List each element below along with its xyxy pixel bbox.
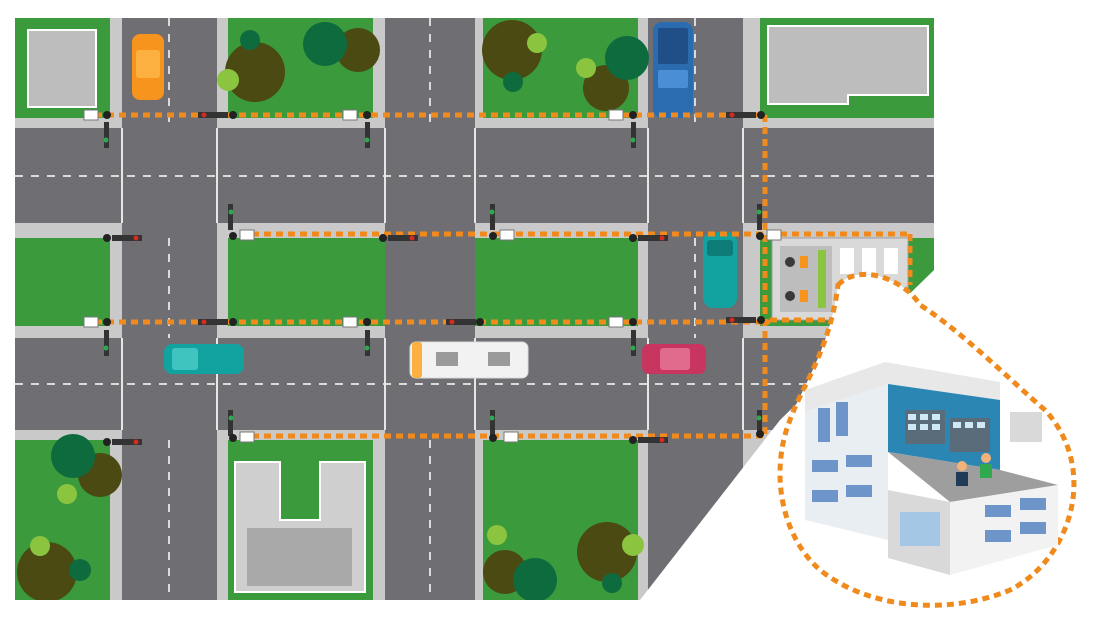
traffic-signal-icon: [608, 109, 637, 148]
traffic-signal-icon: [198, 111, 237, 119]
white-bus: [409, 341, 529, 379]
blue-pickup: [653, 22, 693, 118]
operator-icon: [980, 453, 992, 478]
teal-bus-vertical: [703, 232, 737, 308]
traffic-signal-icon: [629, 204, 782, 242]
control-center-icon: [805, 362, 1058, 575]
traffic-signal-icon: [756, 410, 764, 438]
traffic-signal-icon: [489, 410, 668, 444]
magenta-car: [642, 344, 706, 374]
traffic-signal-icon: [379, 204, 515, 242]
traffic-signal-icon: [103, 204, 255, 242]
traffic-signal-icon: [726, 111, 765, 119]
traffic-signals: [83, 109, 782, 446]
orange-car: [132, 34, 164, 100]
traffic-signal-icon: [608, 316, 765, 356]
traffic-signal-icon: [83, 109, 111, 148]
trees: [17, 20, 649, 600]
operator-icon: [956, 461, 968, 486]
control-center-bubble: [777, 272, 1077, 608]
traffic-signal-icon: [83, 316, 237, 356]
buildings: [27, 25, 929, 593]
traffic-signal-icon: [342, 109, 371, 148]
teal-car: [164, 344, 244, 374]
traffic-signal-icon: [103, 410, 255, 446]
traffic-signal-icon: [342, 316, 484, 356]
monitor-wall: [908, 414, 985, 430]
vertical-roads: [122, 18, 743, 600]
